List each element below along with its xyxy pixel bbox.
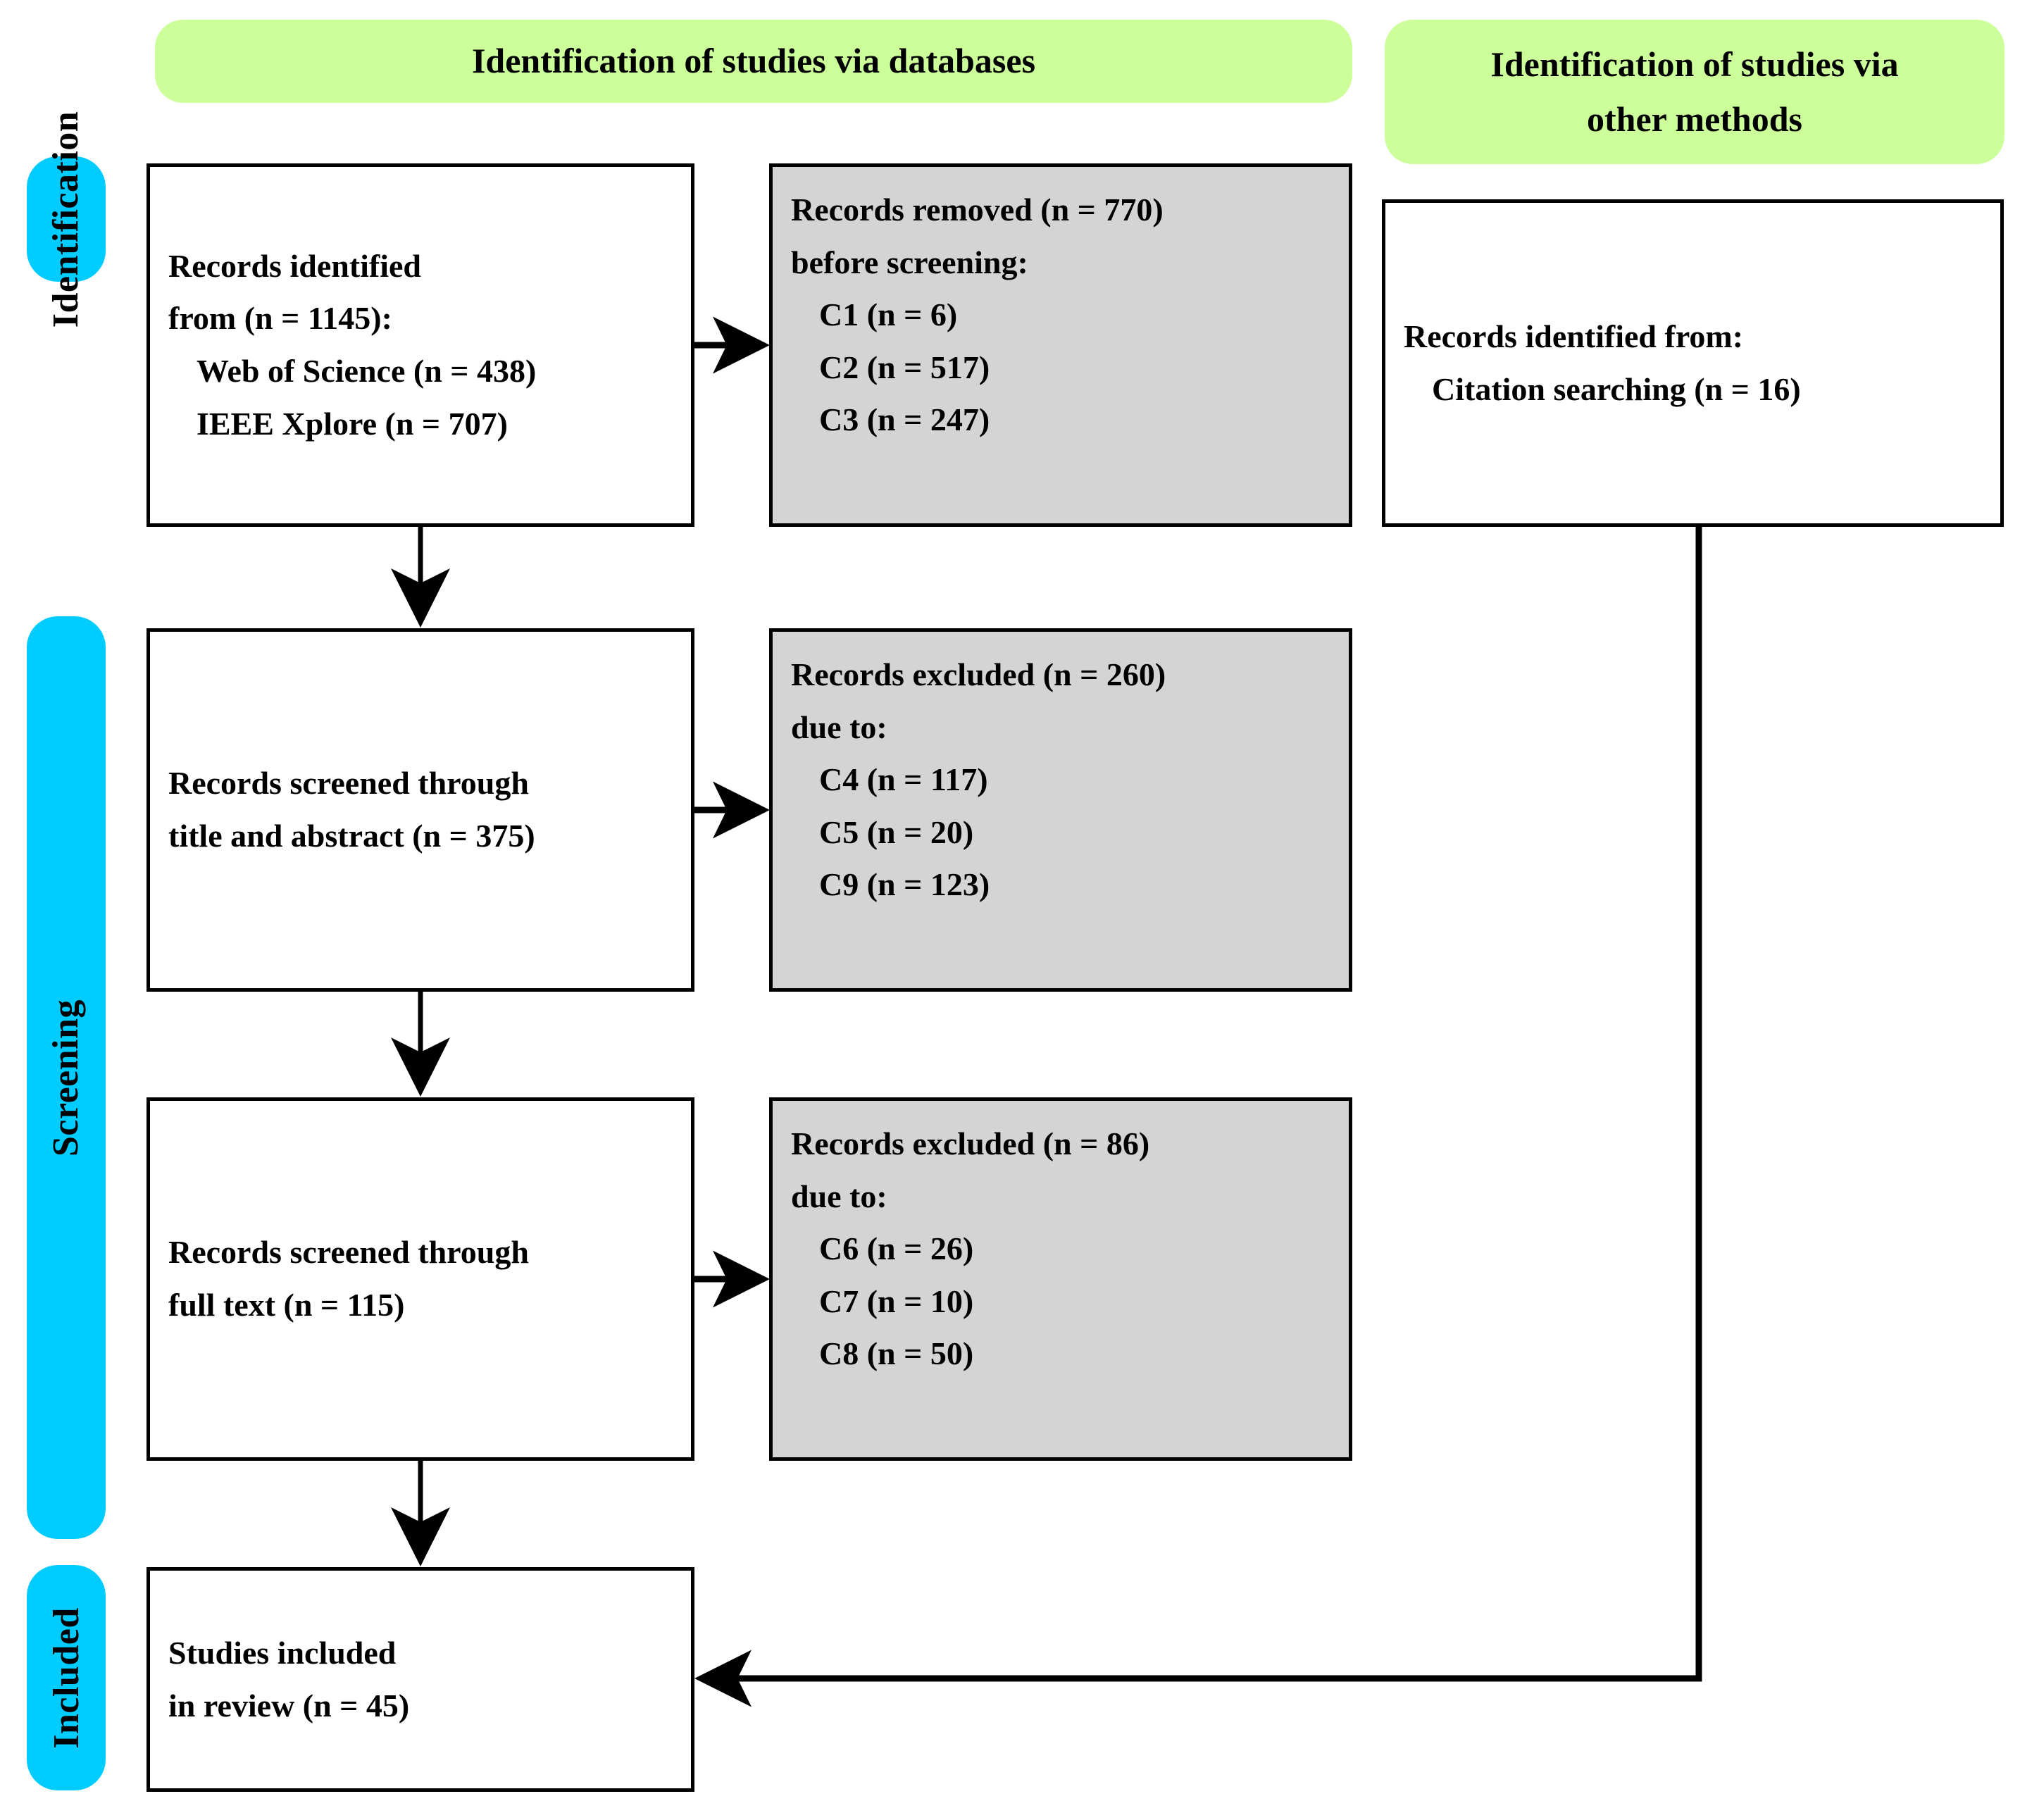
box-records-excluded-title-abstract-line1: Records excluded (n = 260): [791, 656, 1166, 692]
phase-bar-included-label: Included: [46, 1607, 87, 1749]
box-citation-searching-line2: Citation searching (n = 16): [1432, 370, 1801, 407]
box-citation-searching: Records identified from: Citation search…: [1382, 199, 2004, 527]
box-records-excluded-title-abstract-line4: C5 (n = 20): [819, 814, 974, 850]
box-records-identified-line4: IEEE Xplore (n = 707): [197, 405, 508, 442]
box-records-excluded-title-abstract-line3: C4 (n = 117): [819, 761, 988, 798]
box-studies-included: Studies included in review (n = 45): [146, 1567, 694, 1792]
box-records-identified: Records identified from (n = 1145): Web …: [146, 163, 694, 527]
box-records-excluded-full-text-line2: due to:: [791, 1178, 887, 1214]
box-records-removed-line4: C2 (n = 517): [819, 349, 990, 385]
phase-bar-identification: Identification: [27, 111, 106, 328]
box-records-removed-line1: Records removed (n = 770): [791, 192, 1164, 228]
box-records-removed-line5: C3 (n = 247): [819, 401, 990, 438]
stage-header-databases: Identification of studies via databases: [155, 20, 1352, 103]
box-citation-searching-line1: Records identified from:: [1404, 318, 1744, 354]
stage-header-other-methods-line1: Identification of studies via: [1490, 44, 1899, 84]
box-records-removed-line2: before screening:: [791, 244, 1028, 280]
box-records-removed-line3: C1 (n = 6): [819, 297, 958, 333]
stage-header-other-methods-line2: other methods: [1586, 99, 1802, 139]
phase-bar-screening-label: Screening: [46, 999, 87, 1157]
box-records-screened-full-text-line1: Records screened through: [168, 1234, 529, 1271]
box-studies-included-line1: Studies included: [168, 1634, 397, 1671]
box-records-identified-line2: from (n = 1145):: [168, 300, 392, 337]
box-records-excluded-title-abstract-line5: C9 (n = 123): [819, 866, 990, 903]
box-studies-included-line2: in review (n = 45): [168, 1687, 410, 1724]
box-records-identified-line1: Records identified: [168, 247, 422, 284]
phase-bar-included: Included: [27, 1565, 106, 1790]
box-records-excluded-title-abstract-line2: due to:: [791, 709, 887, 745]
stage-header-databases-label: Identification of studies via databases: [471, 41, 1036, 81]
box-records-screened-title-abstract-line1: Records screened through: [168, 765, 529, 802]
box-records-excluded-full-text: Records excluded (n = 86) due to: C6 (n …: [769, 1097, 1352, 1461]
box-records-excluded-full-text-line4: C7 (n = 10): [819, 1283, 974, 1319]
box-records-excluded-full-text-line1: Records excluded (n = 86): [791, 1126, 1150, 1161]
box-records-screened-full-text: Records screened through full text (n = …: [146, 1097, 694, 1461]
box-records-screened-title-abstract: Records screened through title and abstr…: [146, 628, 694, 992]
box-records-screened-full-text-line2: full text (n = 115): [168, 1287, 405, 1323]
box-records-screened-title-abstract-line2: title and abstract (n = 375): [168, 818, 535, 854]
box-records-excluded-title-abstract: Records excluded (n = 260) due to: C4 (n…: [769, 628, 1352, 992]
phase-bar-screening: Screening: [27, 616, 106, 1539]
box-records-removed: Records removed (n = 770) before screeni…: [769, 163, 1352, 527]
phase-bar-identification-label: Identification: [46, 111, 87, 328]
box-records-excluded-full-text-line5: C8 (n = 50): [819, 1335, 974, 1372]
box-records-identified-line3: Web of Science (n = 438): [197, 353, 537, 389]
box-records-excluded-full-text-line3: C6 (n = 26): [819, 1230, 974, 1267]
stage-header-other-methods: Identification of studies via other meth…: [1385, 20, 2004, 164]
